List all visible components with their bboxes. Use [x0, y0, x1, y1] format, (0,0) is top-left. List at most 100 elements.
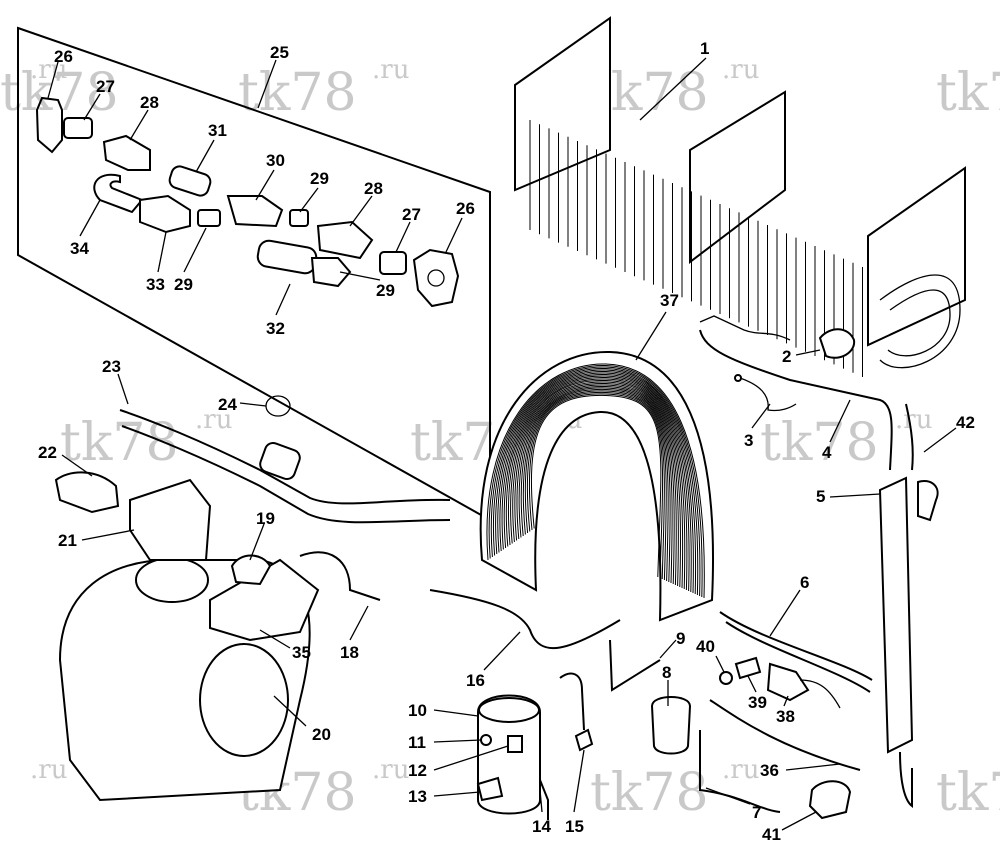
sensor-wire	[699, 315, 791, 341]
evaporator-fin	[495, 369, 697, 595]
callout-27-right: 27	[402, 205, 421, 224]
callout-3: 3	[744, 431, 753, 450]
leader-29-a	[183, 227, 207, 273]
tee-28-right	[316, 220, 374, 260]
leader-33	[157, 231, 167, 273]
watermark: tk78	[0, 63, 119, 123]
watermark-suffix: .ru	[895, 405, 932, 435]
nut-29-c	[310, 257, 352, 288]
hose-42	[905, 403, 914, 471]
flange-joint	[259, 442, 301, 480]
callout-42: 42	[956, 413, 975, 432]
leader-27-right	[395, 221, 411, 253]
valve-33	[139, 194, 191, 234]
leader-32	[275, 283, 291, 316]
solenoid-valve-41	[808, 780, 852, 820]
callout-26-left: 26	[54, 47, 73, 66]
evaporator-fin	[518, 385, 673, 584]
watermark: tk78	[60, 413, 179, 473]
leader-5	[829, 493, 881, 498]
callout-27-left: 27	[96, 77, 115, 96]
leader-28-left	[129, 109, 149, 141]
leader-20	[273, 695, 307, 727]
leader-3	[751, 403, 771, 429]
tube-18	[299, 551, 381, 601]
callout-34: 34	[70, 239, 89, 258]
callout-11: 11	[408, 733, 426, 752]
tube-36	[709, 699, 861, 771]
leader-28-right	[349, 195, 373, 227]
tube-16	[429, 589, 621, 650]
callout-20: 20	[312, 725, 331, 744]
cap-40	[719, 671, 733, 685]
watermark-suffix: .ru	[372, 55, 409, 85]
evaporator-fin	[510, 379, 681, 588]
callout-41: 41	[762, 825, 781, 844]
evaporator-fin	[490, 366, 701, 597]
leader-23	[117, 373, 129, 405]
leader-30	[255, 169, 275, 201]
tubing	[299, 551, 873, 813]
evaporator-fin	[529, 393, 664, 579]
discharge-line-23	[119, 409, 451, 505]
callout-25: 25	[270, 43, 289, 62]
coil-end-plate-left	[514, 16, 611, 192]
tube-9	[609, 639, 661, 692]
callout-14: 14	[532, 817, 551, 836]
callout-26-right: 26	[456, 199, 475, 218]
coil-hairpins-inner	[887, 289, 951, 357]
callout-16: 16	[466, 671, 485, 690]
condenser-coil	[514, 16, 966, 377]
leader-15	[573, 749, 585, 813]
coil-middle-plate	[689, 90, 786, 265]
manifold-35	[209, 558, 320, 642]
fitting-12	[507, 735, 523, 753]
evaporator-fin	[501, 373, 690, 592]
evaporator-coil-37	[479, 350, 714, 622]
callout-40: 40	[696, 637, 715, 656]
watermark: tk78	[760, 413, 879, 473]
bracket-14	[539, 779, 549, 820]
fitting-19	[230, 554, 272, 586]
callout-7: 7	[752, 803, 761, 822]
coil-end-plate-right	[867, 166, 966, 347]
leader-9	[659, 639, 677, 659]
watermark-suffix: .ru	[372, 755, 409, 785]
flange-bore	[427, 269, 445, 287]
leader-26-right	[445, 217, 463, 253]
leader-18	[349, 605, 369, 641]
compressor-top-port	[135, 557, 209, 603]
callout-6: 6	[800, 573, 809, 592]
callout-29-c: 29	[376, 281, 395, 300]
evaporator-fin	[499, 372, 692, 593]
nut-29-a	[197, 209, 221, 227]
leader-38	[783, 695, 789, 707]
leader-lines	[47, 57, 957, 831]
tee-28-left	[102, 134, 151, 171]
receiver-assembly	[878, 403, 939, 809]
tube-6-edge	[725, 621, 871, 693]
evaporator-fin	[486, 363, 705, 599]
fitting-30	[226, 195, 284, 228]
flange-fitting-26-left	[35, 96, 63, 154]
flange-fitting-26-right	[412, 248, 460, 308]
callout-38: 38	[776, 707, 795, 726]
watermark-suffix: .ru	[722, 755, 759, 785]
valve-housing-21	[129, 478, 212, 561]
compressor-end-cover	[199, 643, 289, 757]
evaporator-fin	[488, 364, 703, 598]
watermark-suffix: .ru	[722, 55, 759, 85]
sensor-38-wire	[799, 679, 841, 709]
leader-42	[923, 427, 957, 453]
leader-26-left	[47, 61, 59, 99]
evaporator-fin	[493, 367, 699, 596]
callout-12: 12	[408, 761, 427, 780]
leader-25	[257, 59, 277, 109]
tube-31	[168, 165, 212, 197]
leader-39	[747, 675, 757, 693]
leader-14	[539, 789, 543, 813]
watermark-suffix: .ru	[195, 405, 232, 435]
callout-1: 1	[700, 39, 709, 58]
evaporator-fin	[520, 387, 671, 583]
fitting-39	[734, 656, 762, 680]
